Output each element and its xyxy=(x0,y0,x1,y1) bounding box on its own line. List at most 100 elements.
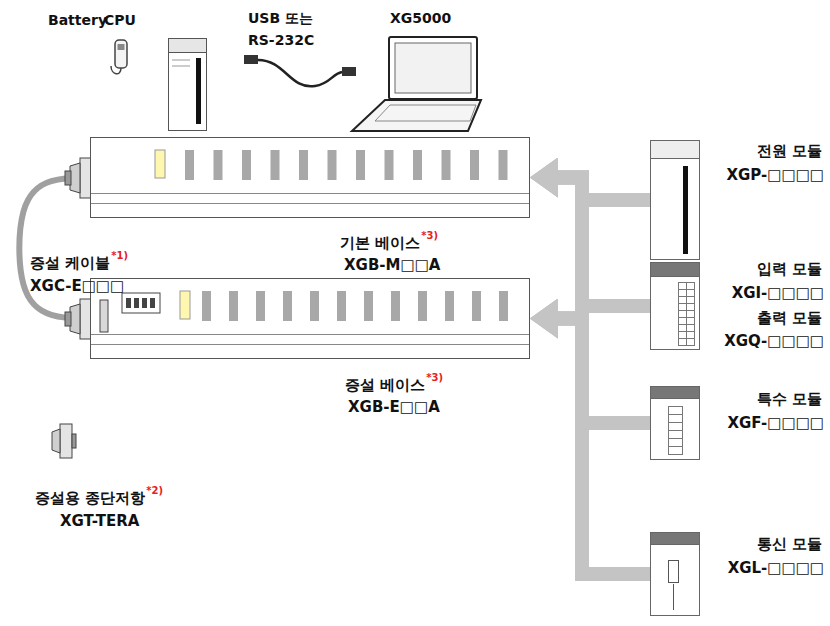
battery xyxy=(118,44,125,50)
module-label: XGP-□□□□ xyxy=(726,166,824,184)
io-slot xyxy=(229,291,238,321)
extension-connector xyxy=(65,171,71,185)
label-line: 증설용 종단저항*2) xyxy=(35,488,163,508)
text-line: 통신 모듈 xyxy=(757,534,822,554)
part-label: CPU xyxy=(104,12,136,28)
extension-connector xyxy=(65,312,71,326)
part-label: XG5000 xyxy=(390,10,451,26)
io-slot xyxy=(470,150,479,180)
module-label: 출력 모듈 xyxy=(757,309,822,327)
module-label: 전원 모듈 xyxy=(757,142,822,160)
terminating-resistor xyxy=(52,429,60,453)
usb-cable xyxy=(244,55,356,86)
base-label: XGB-M□□A xyxy=(344,256,440,274)
io-slot xyxy=(256,291,265,321)
text-line: XGB-M□□A xyxy=(344,255,440,275)
label-line: USB 또는 RS-232C xyxy=(248,7,328,52)
cpu-module xyxy=(196,58,201,124)
special-module xyxy=(650,386,700,460)
laptop xyxy=(352,37,481,131)
base-unit: 기본 베이스*3)XGB-M□□A xyxy=(90,137,530,218)
io-slot xyxy=(299,150,308,180)
base-rail xyxy=(91,203,529,204)
io-slot xyxy=(391,291,400,321)
terminal-block xyxy=(669,431,683,439)
part-label: Battery xyxy=(48,12,107,28)
terminal-block xyxy=(669,423,683,431)
mounting-arrow xyxy=(558,319,650,424)
text-line: 기본 베이스*3) xyxy=(340,233,438,253)
note-mark: *1) xyxy=(111,250,128,261)
text-line: 입력 모듈 xyxy=(757,259,822,279)
module-label: 특수 모듈 xyxy=(757,390,822,408)
laptop xyxy=(395,43,471,93)
label-line: XGT-TERA xyxy=(60,511,139,531)
module-label: 입력 모듈 xyxy=(757,260,822,278)
io-slot xyxy=(242,150,251,180)
dip-switch xyxy=(142,298,147,308)
label-line: Battery xyxy=(48,10,107,30)
extension-connector xyxy=(65,158,92,339)
base-outline xyxy=(90,278,530,359)
base-rail xyxy=(91,193,529,194)
terminating-resistor xyxy=(52,424,76,458)
battery xyxy=(115,40,127,68)
text-line: XGL-□□□□ xyxy=(728,558,824,578)
io-slot xyxy=(499,150,508,180)
base-label: 기본 베이스 xyxy=(340,234,420,252)
io-slot xyxy=(337,291,346,321)
io-slot xyxy=(356,150,365,180)
laptop xyxy=(352,100,481,131)
comm-module xyxy=(650,532,700,616)
part-label: 증설 케이블 xyxy=(30,254,110,272)
base-outline xyxy=(91,279,530,359)
usb-cable xyxy=(342,67,356,76)
part-label: 증설용 종단저항 xyxy=(35,489,145,507)
text-line: 전원 모듈 xyxy=(757,141,822,161)
io-slot xyxy=(472,291,481,321)
module-label: XGL-□□□□ xyxy=(728,559,824,577)
dip-switch xyxy=(126,298,131,308)
module-outline xyxy=(651,533,700,616)
module-box: 통신 모듈XGL-□□□□ xyxy=(650,532,700,616)
io-slot xyxy=(185,150,194,180)
io-slot xyxy=(418,291,427,321)
io-slot xyxy=(385,150,394,180)
module-box: 입력 모듈XGI-□□□□출력 모듈XGQ-□□□□ xyxy=(650,262,700,350)
power-module xyxy=(650,140,700,260)
text-line: XGP-□□□□ xyxy=(726,165,824,185)
module-stripe xyxy=(683,166,688,254)
module-box: 전원 모듈XGP-□□□□ xyxy=(650,140,700,260)
terminal-block xyxy=(686,282,687,346)
dip-switch xyxy=(134,298,139,308)
io-slot xyxy=(283,291,292,321)
text-line: 출력 모듈 xyxy=(757,308,822,328)
io-module xyxy=(650,262,700,350)
base-rail xyxy=(91,344,529,345)
cpu-module xyxy=(172,66,190,67)
terminal-block xyxy=(669,407,683,415)
dip-switch xyxy=(150,298,155,308)
label-line: XG5000 xyxy=(390,8,451,28)
cpu-module xyxy=(169,39,207,53)
io-slot xyxy=(310,291,319,321)
base-rail xyxy=(91,334,529,335)
module-header xyxy=(651,263,700,277)
text-line: 증설 베이스*3) xyxy=(345,375,443,395)
io-slot xyxy=(364,291,373,321)
module-label: XGQ-□□□□ xyxy=(724,332,824,350)
battery xyxy=(111,40,127,74)
terminating-resistor xyxy=(60,424,72,458)
cpu-slot xyxy=(155,150,165,178)
io-slot xyxy=(328,150,337,180)
comm-port xyxy=(669,561,679,583)
mounting-arrow xyxy=(558,178,650,424)
note-mark: *3) xyxy=(421,230,438,241)
connector xyxy=(100,300,108,332)
text-line: 특수 모듈 xyxy=(757,389,822,409)
dip-switch xyxy=(122,293,160,313)
terminating-resistor xyxy=(72,434,76,448)
mounting-arrow xyxy=(558,319,650,575)
